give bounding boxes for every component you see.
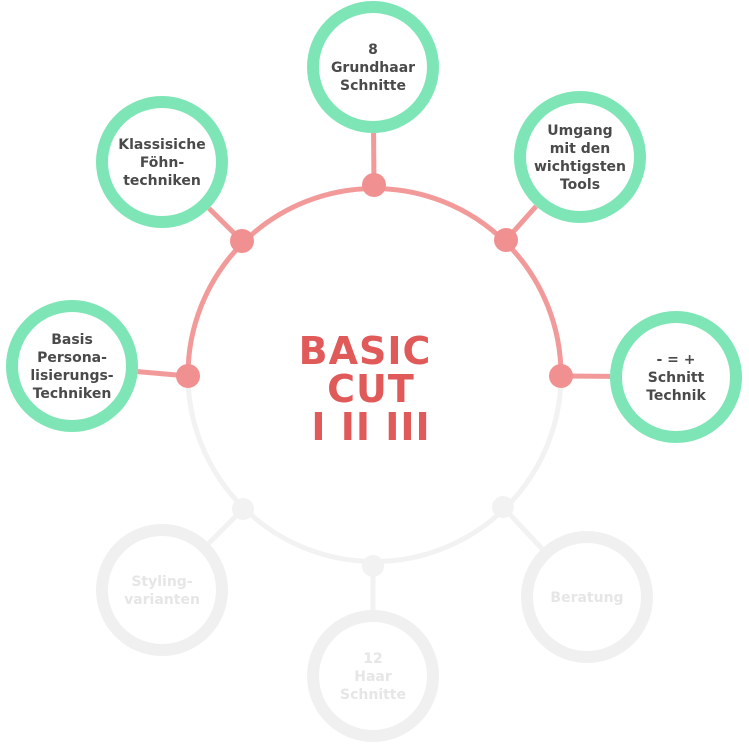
node-label-line: Haar — [354, 669, 392, 685]
node-label-line: Klassisiche — [118, 137, 205, 153]
node-label-line: 8 — [368, 42, 378, 58]
node-label-line: Technik — [646, 388, 706, 404]
node-label-line: Beratung — [550, 590, 623, 606]
node-label-line: techniken — [123, 173, 201, 189]
node-label-line: lisierungs- — [30, 368, 113, 384]
ring-dot-beratung — [492, 496, 514, 518]
node-grundhaar-schnitte[interactable] — [307, 1, 439, 133]
node-label-line: Persona- — [37, 350, 107, 366]
ring-dot-umgang-tools — [494, 228, 518, 252]
ring-dot-grundhaar-schnitte — [362, 173, 386, 197]
center-title-line-3: I II III — [311, 405, 430, 449]
center-title-line-1: BASIC — [299, 329, 432, 373]
node-label-line: Techniken — [33, 386, 112, 402]
ring-dot-schnitt-technik — [549, 364, 573, 388]
ring-dot-stylingvarianten — [232, 498, 254, 520]
node-label-line: Grundhaar — [331, 60, 415, 76]
node-label-line: - = + — [656, 352, 695, 368]
node-label-line: Schnitte — [340, 687, 406, 703]
node-label-line: Umgang — [547, 123, 612, 139]
node-label-line: Schnitte — [340, 78, 406, 94]
ring-dot-basis-personalisierungs-techniken — [176, 364, 200, 388]
node-label-line: Föhn- — [140, 155, 185, 171]
node-beratung[interactable] — [521, 531, 653, 663]
node-label-line: Basis — [51, 332, 93, 348]
node-haar-schnitte-12[interactable] — [307, 610, 439, 742]
node-label-line: wichtigsten — [534, 159, 626, 175]
node-label-line: mit den — [550, 141, 610, 157]
node-klassische-foehntechniken[interactable] — [96, 96, 228, 228]
center-title-line-2: CUT — [327, 367, 415, 411]
ring-dot-klassische-foehntechniken — [230, 229, 254, 253]
node-basis-personalisierungs-techniken[interactable] — [6, 300, 138, 432]
node-stylingvarianten[interactable] — [96, 524, 228, 656]
node-label-beratung: Beratung — [550, 590, 623, 606]
node-umgang-tools[interactable] — [514, 91, 646, 223]
node-label-stylingvarianten: Styling-varianten — [124, 574, 200, 608]
ring-dot-haar-schnitte-12 — [362, 555, 384, 577]
node-label-line: Tools — [560, 177, 600, 193]
node-label-line: Schnitt — [648, 370, 705, 386]
node-label-line: varianten — [124, 592, 200, 608]
node-label-line: Styling- — [131, 574, 192, 590]
node-label-line: 12 — [363, 651, 382, 667]
node-schnitt-technik[interactable] — [610, 311, 742, 443]
